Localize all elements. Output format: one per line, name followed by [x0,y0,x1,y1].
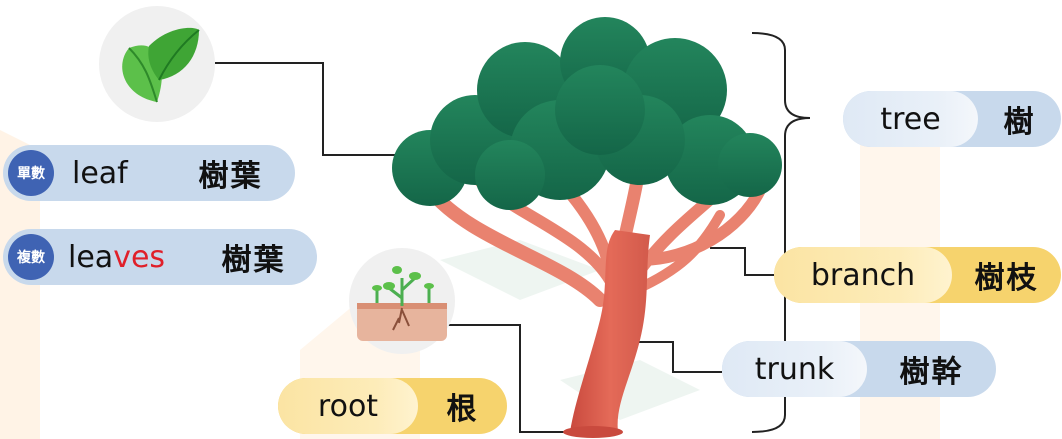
label-trunk-en: trunk [722,341,867,397]
label-tree-zh: 樹 [1003,105,1036,140]
sprout-soil-icon [349,248,455,354]
trunk [570,230,650,432]
label-trunk: trunk 樹幹 [722,341,996,397]
label-tree-en: tree [843,91,978,147]
leaf-icon [99,6,215,122]
label-root-en: root [278,378,418,434]
label-leaves-en-suffix: ves [113,239,166,275]
label-tree: tree 樹 [843,91,1061,147]
branches [423,143,766,307]
label-root: root 根 [278,378,507,434]
singular-badge: 單數 [8,150,54,196]
label-trunk-zh: 樹幹 [899,355,964,390]
label-leaf: 單數 leaf 樹葉 [3,145,295,201]
label-branch-zh: 樹枝 [974,261,1039,296]
label-leaf-zh: 樹葉 [198,159,263,194]
label-leaf-en: leaf [72,155,128,191]
foliage [392,17,782,210]
label-branch: branch 樹枝 [774,247,1061,303]
label-leaves-en-stem: lea [68,239,114,275]
plural-badge: 複數 [8,234,54,280]
label-leaves-zh: 樹葉 [221,243,286,278]
label-branch-en: branch [774,247,952,303]
label-root-zh: 根 [446,392,479,427]
